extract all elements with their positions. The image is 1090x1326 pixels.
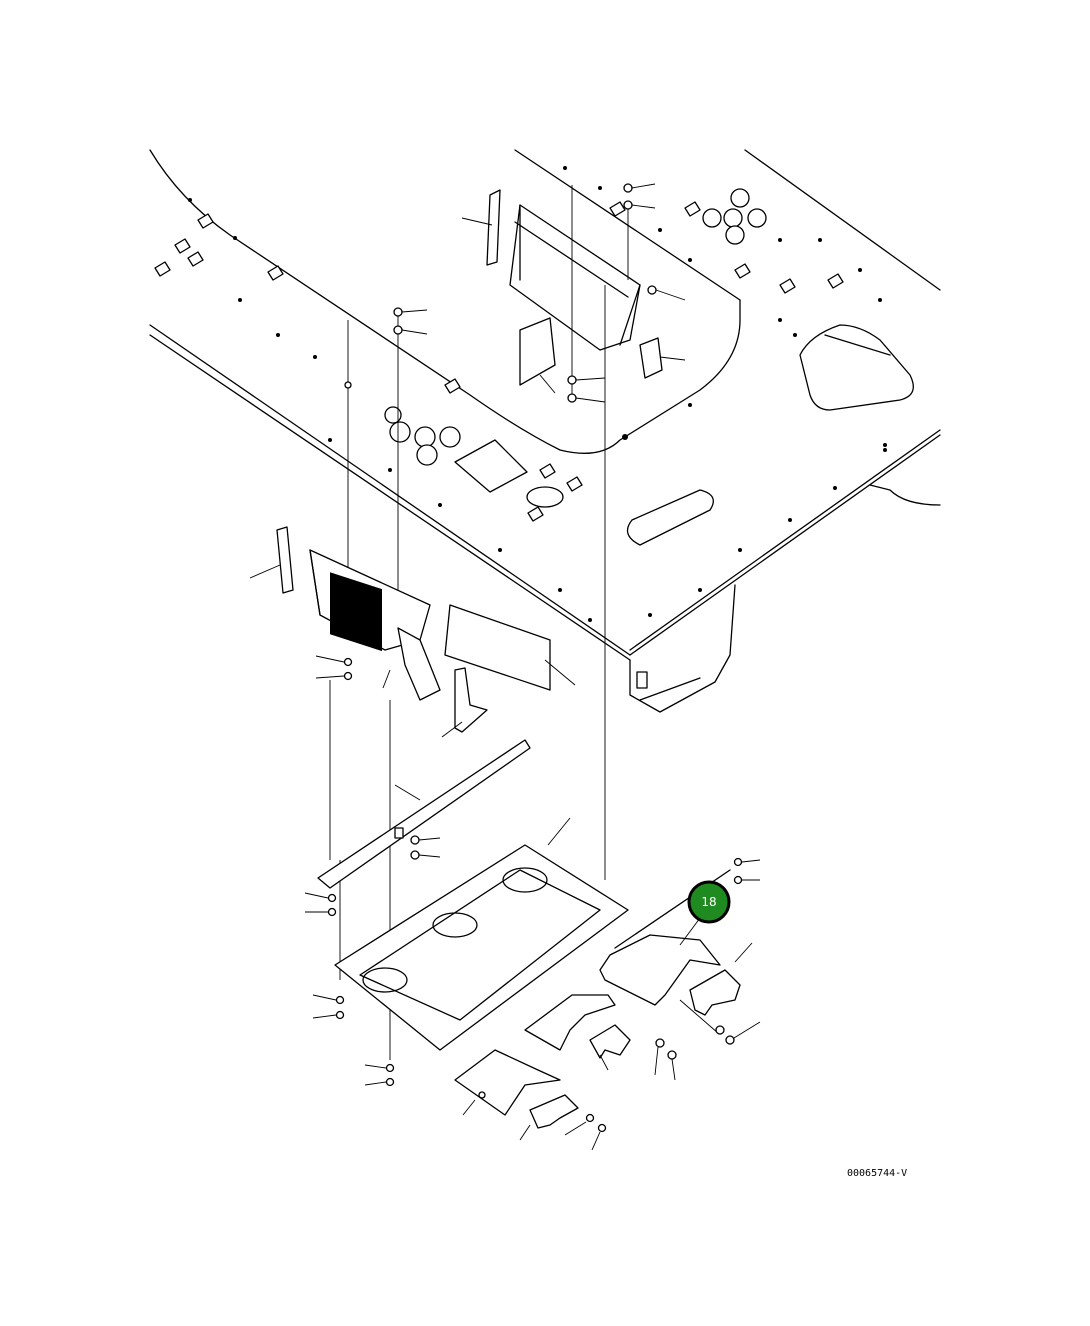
callout-18[interactable]: 18: [679, 880, 731, 946]
under-cover-plate: [304, 817, 629, 1087]
callout-number: 18: [701, 895, 716, 909]
nut-cluster-lower: [384, 406, 461, 466]
nut-cluster-upper: [702, 188, 767, 245]
upper-bracket-assembly: [461, 183, 686, 880]
grille-cover: [249, 526, 576, 738]
document-id: 00065744-V: [847, 1168, 907, 1179]
frame-holes: [188, 166, 887, 622]
rail-strip: [317, 739, 531, 889]
frame-plate: [149, 149, 941, 713]
frame-clips: [154, 201, 844, 522]
right-cover-parts: [454, 857, 761, 1151]
